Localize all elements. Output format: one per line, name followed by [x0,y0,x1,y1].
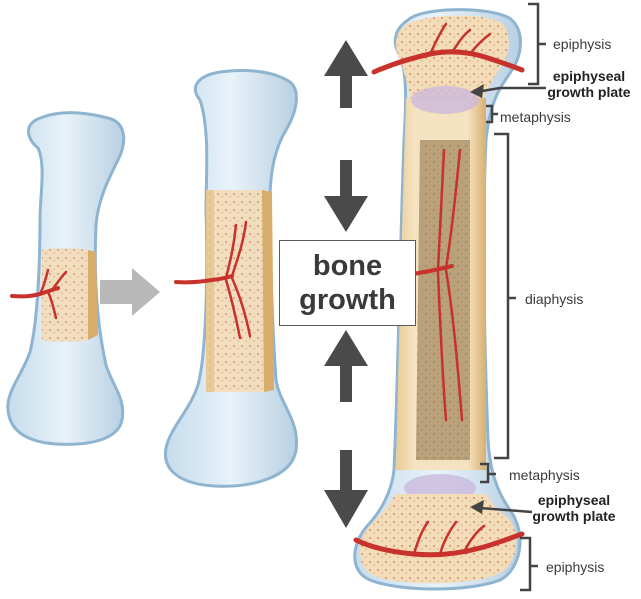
bracket-metaphysis-bottom [480,462,496,484]
label-epiphysis-top: epiphysis [553,36,612,52]
bracket-epiphysis-top [528,2,546,86]
label-diaphysis: diaphysis [525,291,584,307]
pointer-growth-plate-bottom-icon [479,506,533,514]
bone-stage-1 [6,111,126,446]
label-epiphysis-bottom: epiphysis [546,559,605,575]
bracket-diaphysis [494,132,516,460]
label-growth-plate-top-line2: growth plate [547,84,631,100]
label-epiphyseal-growth-plate-top: epiphyseal growth plate [538,68,640,100]
pointer-growth-plate-top-icon [475,86,546,94]
progress-arrow-icon [100,268,160,316]
label-growth-plate-top-line1: epiphyseal [552,68,626,84]
growth-arrow-down-bottom-icon [324,450,368,528]
bone-stage-3 [353,8,525,591]
bone-growth-line1: bone [312,250,383,282]
label-metaphysis-top: metaphysis [500,109,571,125]
pointer-growth-plate-top-head [470,84,484,98]
bracket-metaphysis-top [486,104,498,124]
pointer-growth-plate-bottom-head [470,500,484,514]
growth-arrow-down-top-icon [324,160,368,232]
growth-arrow-up-top-icon [324,40,368,108]
bracket-epiphysis-bottom [520,536,538,592]
label-epiphyseal-growth-plate-bottom: epiphyseal growth plate [522,492,626,524]
bone-growth-line2: growth [299,284,396,316]
bone-growth-label-box: bone growth [279,240,416,326]
label-growth-plate-bottom-line1: epiphyseal [537,492,611,508]
growth-arrow-up-bottom-icon [324,330,368,402]
bone-stage-2 [163,68,298,488]
label-metaphysis-bottom: metaphysis [509,467,580,483]
label-growth-plate-bottom-line2: growth plate [532,508,616,524]
